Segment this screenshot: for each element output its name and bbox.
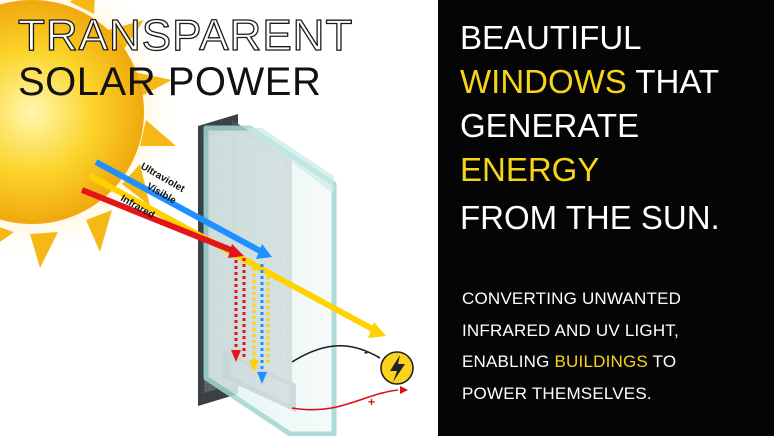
title-transparent: TRANSPARENT: [17, 11, 354, 60]
highlight-buildings: BUILDINGS: [554, 352, 648, 371]
headline-line-2-rest: THAT: [626, 63, 720, 100]
body-copy: CONVERTING UNWANTED INFRARED AND UV LIGH…: [462, 283, 681, 409]
text-panel: BEAUTIFUL WINDOWS THAT GENERATE ENERGY F…: [438, 0, 774, 436]
headline: BEAUTIFUL WINDOWS THAT GENERATE ENERGY F…: [460, 16, 720, 240]
headline-line-5: FROM THE SUN.: [460, 199, 720, 236]
minus-sign: -: [364, 345, 368, 359]
solar-window-illustration: Ultraviolet Visible Infrared: [0, 0, 414, 436]
highlight-energy: ENERGY: [460, 151, 600, 188]
highlight-windows: WINDOWS: [460, 63, 627, 100]
lightning-bolt-icon: [380, 351, 414, 385]
body-line-1: CONVERTING UNWANTED: [462, 289, 682, 308]
headline-line-2: WINDOWS THAT: [460, 60, 720, 104]
plus-sign: +: [368, 395, 375, 409]
wires: [291, 344, 408, 411]
illustration-panel: Ultraviolet Visible Infrared: [0, 0, 414, 436]
body-line-4: POWER THEMSELVES.: [462, 383, 652, 403]
headline-line-1: BEAUTIFUL: [460, 19, 642, 56]
dotted-rays: [234, 254, 270, 374]
glass-pane: [203, 125, 337, 436]
title-solar-power: SOLAR POWER: [18, 60, 322, 104]
body-line-3-post: TO: [647, 352, 677, 371]
body-line-3-pre: ENABLING: [462, 352, 555, 371]
body-line-2: INFRARED AND UV LIGHT,: [462, 320, 679, 340]
body-line-3: ENABLING BUILDINGS TO: [462, 346, 681, 378]
light-rays: [80, 159, 386, 338]
headline-line-3: GENERATE: [460, 107, 640, 144]
